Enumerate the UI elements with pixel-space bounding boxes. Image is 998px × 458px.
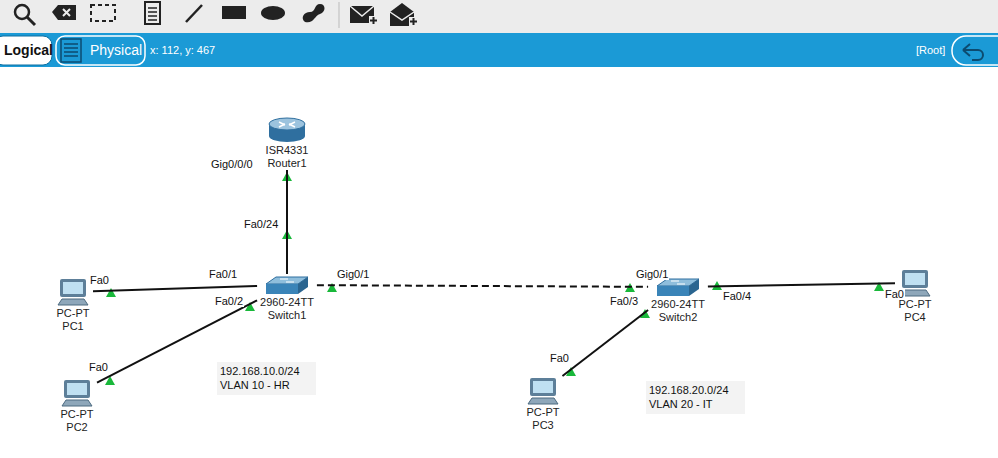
port-label: Fa0 — [549, 352, 570, 364]
pc-keyboard — [62, 400, 92, 406]
view-tab: Physical — [90, 41, 142, 59]
add-pdu-icon — [370, 17, 377, 24]
view-tab: Logical — [4, 41, 53, 59]
pc-keyboard — [58, 299, 88, 305]
port-label: Gig0/1 — [635, 268, 669, 280]
switch-icon — [264, 274, 310, 296]
note-icon — [145, 2, 160, 24]
physical-tab-icon — [61, 39, 81, 62]
note-icon — [148, 8, 157, 20]
add-pdu-icon — [350, 6, 374, 16]
device-model: PC-PT — [527, 406, 560, 419]
delete-icon — [52, 5, 76, 20]
note-text: 192.168.20.0/24 — [649, 384, 729, 397]
port-label: Fa0 — [884, 288, 905, 300]
straight-cable — [286, 170, 288, 274]
device-model: 2960-24TT — [260, 296, 314, 309]
pc-monitor — [530, 378, 556, 396]
zoom-icon — [27, 17, 35, 25]
switch-arrows — [280, 279, 294, 282]
device-model: PC-PT — [61, 408, 94, 421]
switch-arrows — [671, 281, 685, 284]
pc-keyboard — [528, 398, 558, 404]
port-label: Fa0/1 — [208, 268, 238, 280]
device-model: ISR4331 — [266, 144, 309, 157]
device-name: PC1 — [62, 320, 83, 333]
switch-device: 2960-24TTSwitch1 — [257, 274, 317, 322]
pc-monitor — [64, 380, 90, 398]
link-light — [106, 288, 116, 297]
port-label: Fa0/2 — [214, 295, 244, 307]
port-label: Gig0/1 — [336, 268, 370, 280]
rectangle-icon — [222, 6, 246, 19]
pc-device: PC-PTPC3 — [523, 376, 563, 432]
add-pdu-icon — [369, 16, 378, 25]
port-label: Fa0/24 — [243, 218, 279, 230]
straight-cable — [708, 283, 895, 286]
zoom-icon — [15, 5, 29, 19]
port-label: Fa0 — [88, 361, 109, 373]
pc-icon — [60, 378, 94, 408]
pc-screen — [905, 273, 925, 285]
pc-monitor — [902, 270, 928, 288]
link-lights — [105, 172, 884, 385]
router-top — [269, 118, 305, 130]
device-name: Switch2 — [659, 311, 698, 324]
pc-screen — [67, 383, 87, 395]
switch-side — [298, 277, 308, 294]
back-button — [952, 36, 998, 65]
select-icon — [91, 5, 115, 21]
complex-pdu-icon — [410, 18, 417, 25]
physical-tab — [56, 36, 145, 65]
router-arrows — [279, 122, 295, 127]
switch-front — [657, 286, 689, 296]
device-name: PC3 — [532, 419, 553, 432]
back-button-icon — [963, 44, 983, 60]
separator — [339, 2, 340, 28]
pc-icon — [526, 376, 560, 406]
straight-cable — [93, 286, 257, 291]
switch-front — [266, 284, 298, 294]
pc-monitor — [60, 279, 86, 297]
pc-icon — [56, 277, 90, 307]
port-label: Fa0/4 — [722, 290, 752, 302]
device-name: PC4 — [904, 311, 925, 324]
port-label: Fa0/3 — [609, 295, 639, 307]
note-text: VLAN 20 - IT — [649, 398, 713, 411]
switch-side — [689, 279, 699, 296]
note-text: 192.168.10.0/24 — [220, 365, 300, 378]
crossover-cable — [317, 285, 648, 287]
port-label: Gig0/0/0 — [210, 158, 254, 170]
port-label: Fa0 — [89, 274, 110, 286]
note-text: VLAN 10 - HR — [220, 379, 290, 392]
straight-cable — [562, 310, 648, 376]
device-model: 2960-24TT — [651, 298, 705, 311]
delete-icon — [63, 9, 70, 16]
pc-screen — [63, 282, 83, 294]
router-icon — [265, 116, 309, 144]
device-name: Switch1 — [268, 309, 307, 322]
device-name: PC2 — [66, 421, 87, 434]
workspace-path: [Root] — [916, 43, 945, 57]
freeform-icon — [303, 4, 325, 22]
router-device: ISR4331Router1 — [262, 116, 312, 170]
pc-device: PC-PTPC2 — [57, 378, 97, 434]
physical-tab-icon — [64, 44, 78, 56]
pc-device: PC-PTPC1 — [53, 277, 93, 333]
ellipse-icon — [261, 6, 285, 20]
device-model: PC-PT — [57, 307, 90, 320]
switch-device: 2960-24TTSwitch2 — [648, 276, 708, 324]
line-icon — [186, 5, 202, 22]
pc-screen — [533, 381, 553, 393]
tab-bar — [0, 33, 998, 67]
device-name: Router1 — [267, 157, 306, 170]
cursor-coordinates: x: 112, y: 467 — [150, 43, 215, 57]
complex-pdu-icon — [409, 17, 418, 26]
